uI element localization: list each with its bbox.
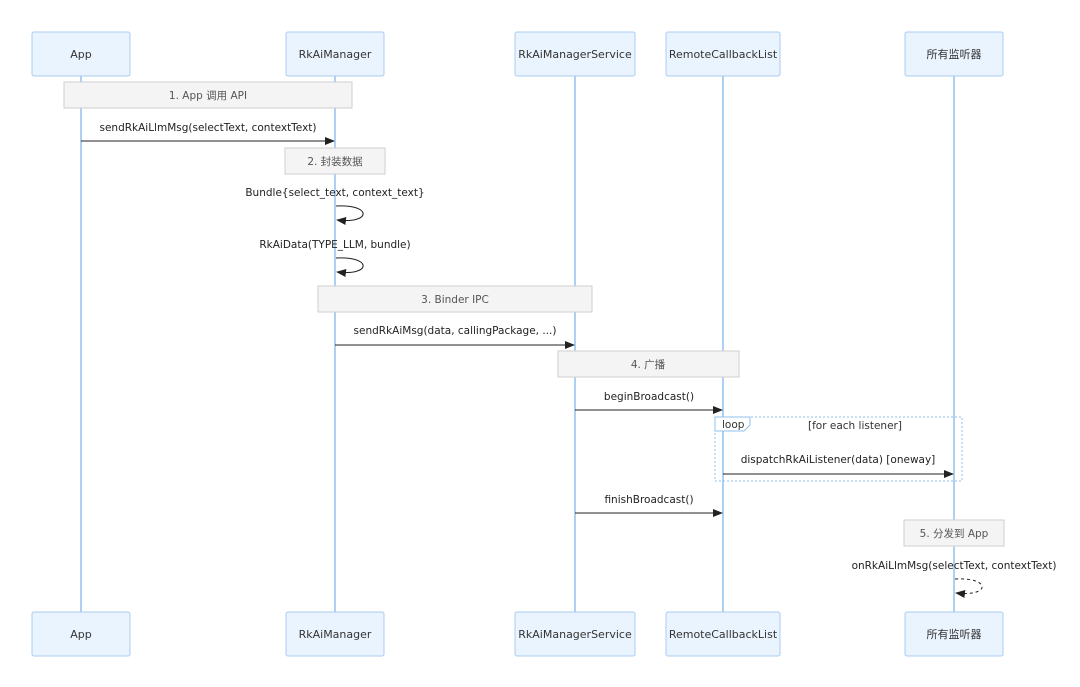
actor-remotecallbacklist-label: RemoteCallbackList	[669, 48, 778, 61]
note-broadcast: 4. 广播	[557, 350, 740, 378]
message-label-bundle: Bundle{select_text, context_text}	[245, 187, 424, 199]
message-label-dispatch-listener: dispatchRkAiListener(data) [oneway]	[741, 454, 936, 466]
message-label-send-llm-msg: sendRkAiLlmMsg(selectText, contextText)	[99, 122, 316, 134]
actor-remotecallbacklist-top: RemoteCallbackList	[665, 31, 781, 77]
message-label-begin-broadcast: beginBroadcast()	[604, 391, 694, 403]
actor-listeners-bottom: 所有监听器	[904, 611, 1004, 657]
actor-app-top: App	[31, 31, 131, 77]
actor-rkaimanagerservice-top: RkAiManagerService	[514, 31, 636, 77]
loop-condition: [for each listener]	[808, 420, 902, 432]
actor-app-label: App	[70, 628, 92, 641]
note-text: 5. 分发到 App	[920, 527, 989, 540]
actor-rkaimanager-top: RkAiManager	[285, 31, 385, 77]
message-label-finish-broadcast: finishBroadcast()	[604, 494, 693, 506]
self-message-arrow-on-llm-msg	[954, 578, 983, 598]
actor-rkaimanagerservice-label: RkAiManagerService	[518, 48, 632, 61]
loop-frame: loop [for each listener]	[714, 416, 963, 482]
message-label-send-rkai-msg: sendRkAiMsg(data, callingPackage, ...)	[354, 325, 557, 337]
actor-rkaimanager-label: RkAiManager	[299, 628, 372, 641]
note-pack-data: 2. 封装数据	[284, 147, 386, 175]
loop-keyword: loop	[722, 419, 745, 431]
message-label-on-llm-msg: onRkAiLlmMsg(selectText, contextText)	[852, 560, 1057, 572]
actor-rkaimanager-bottom: RkAiManager	[285, 611, 385, 657]
self-message-arrow-bundle	[335, 205, 364, 225]
actor-listeners-label: 所有监听器	[927, 627, 982, 641]
self-message-arrow-rkaidata	[335, 257, 364, 277]
actor-remotecallbacklist-label: RemoteCallbackList	[669, 628, 778, 641]
note-app-calls-api: 1. App 调用 API	[63, 81, 353, 109]
note-dispatch-to-app: 5. 分发到 App	[903, 519, 1005, 547]
actor-app-label: App	[70, 48, 92, 61]
note-text: 3. Binder IPC	[421, 294, 489, 306]
actor-rkaimanagerservice-label: RkAiManagerService	[518, 628, 632, 641]
actor-rkaimanager-label: RkAiManager	[299, 48, 372, 61]
note-text: 2. 封装数据	[307, 155, 363, 168]
message-label-rkaidata: RkAiData(TYPE_LLM, bundle)	[259, 239, 410, 251]
note-text: 4. 广播	[631, 358, 666, 371]
note-binder-ipc: 3. Binder IPC	[317, 285, 593, 313]
actor-app-bottom: App	[31, 611, 131, 657]
actor-listeners-label: 所有监听器	[927, 47, 982, 61]
actor-remotecallbacklist-bottom: RemoteCallbackList	[665, 611, 781, 657]
actor-listeners-top: 所有监听器	[904, 31, 1004, 77]
note-text: 1. App 调用 API	[169, 90, 247, 102]
actor-rkaimanagerservice-bottom: RkAiManagerService	[514, 611, 636, 657]
